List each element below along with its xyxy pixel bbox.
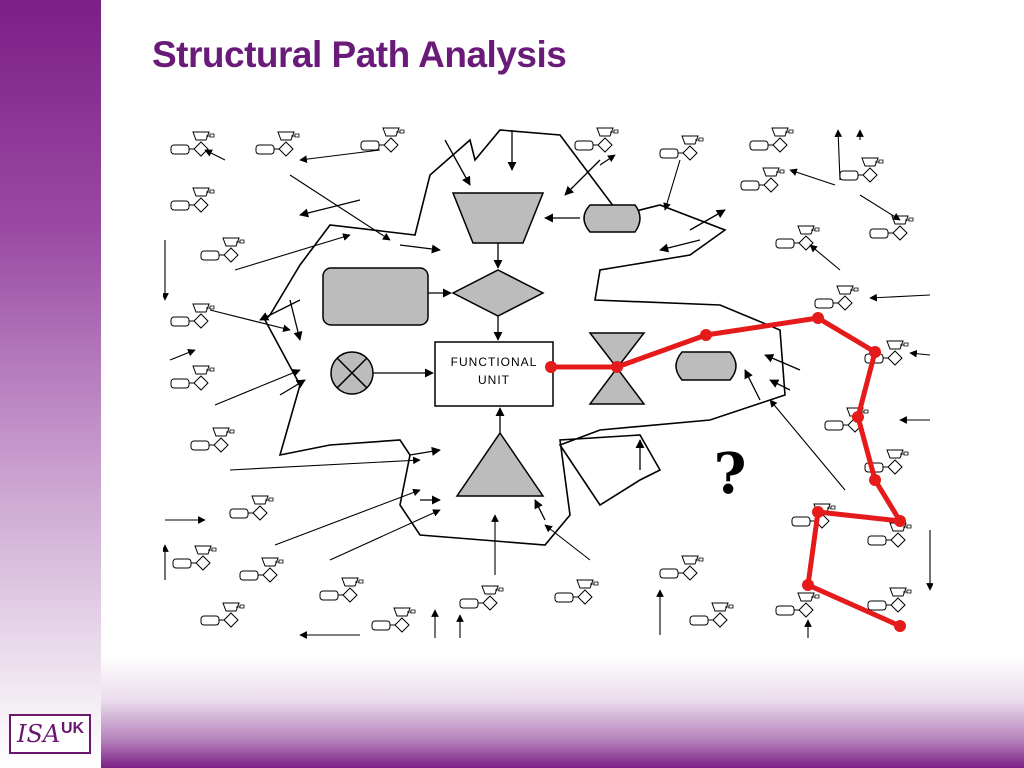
crossed-circle-shape [330, 351, 374, 395]
triangle-shape [455, 431, 545, 497]
structural-path-nodes [545, 312, 906, 632]
slide-title: Structural Path Analysis [152, 34, 567, 75]
tank-shape-right [675, 351, 737, 381]
logo-text: UK [61, 720, 85, 737]
functional-unit-label-line1: FUNCTIONAL [451, 355, 538, 369]
peripheral-arrows [163, 129, 933, 639]
structural-path-diagram: FUNCTIONAL UNIT [163, 127, 933, 639]
tank-shape-top [583, 204, 641, 233]
rounded-box-shape [322, 267, 429, 326]
isa-uk-logo: ISA UK [9, 714, 91, 754]
left-sidebar-band [0, 0, 101, 768]
diamond-shape [451, 269, 545, 317]
functional-unit-box [434, 341, 554, 407]
footer-band [101, 655, 1024, 768]
logo-mark: ISA [17, 720, 61, 748]
central-arrows [259, 130, 801, 521]
question-mark: ? [714, 441, 747, 507]
trapezoid-hopper-shape [451, 192, 545, 244]
functional-unit-label-line2: UNIT [478, 373, 510, 387]
